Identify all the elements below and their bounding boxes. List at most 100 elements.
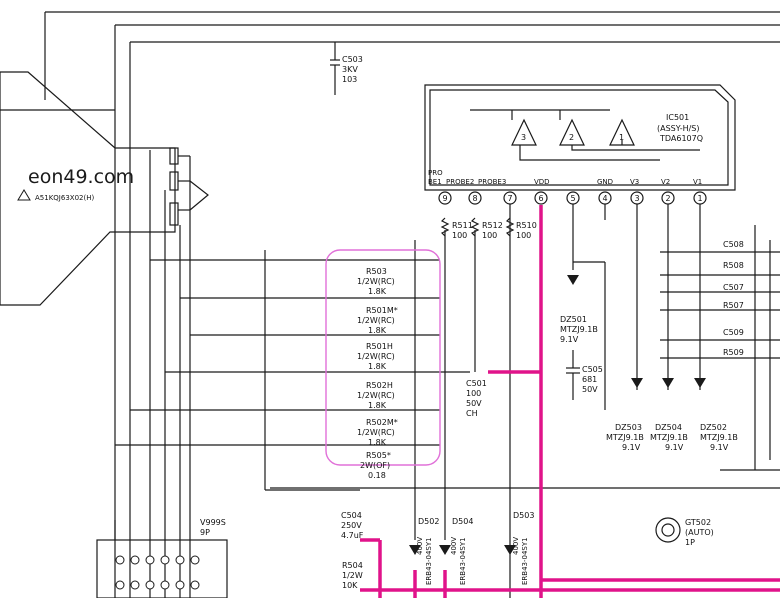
d503-part: ERB43-04SY1 [521,537,529,585]
r502h-label: R502H [366,381,393,390]
dz504-voltage: 9.1V [665,443,684,452]
highlight-box [325,249,441,466]
r508-label: R508 [723,261,744,270]
pin-label: VDD [534,178,550,186]
c503-value: 103 [342,75,357,84]
dz503-label: DZ503 [615,423,642,432]
pin-num: 7 [507,194,512,203]
v999s-label: V999S [200,518,226,527]
r501m-spec: 1/2W(RC) [357,316,395,325]
d503-label: D503 [513,511,534,520]
d502-label: D502 [418,517,439,526]
r502h-spec: 1/2W(RC) [357,391,395,400]
amp-label: 1 [619,133,624,142]
d504-part: ERB43-04SY1 [459,537,467,585]
r503-value: 1.8K [368,287,387,296]
r504-power: 1/2W [342,571,363,580]
gt502-type: (AUTO) [685,528,714,537]
c504-label: C504 [341,511,362,520]
r502m-value: 1.8K [368,438,387,447]
d502-part: ERB43-04SY1 [425,537,433,585]
c501-value: 100 [466,389,481,398]
r511-value: 100 [452,231,467,240]
dz504-label: DZ504 [655,423,682,432]
r502m-spec: 1/2W(RC) [357,428,395,437]
c504-value: 4.7uF [341,531,364,540]
r505-label: R505* [366,451,391,460]
r505-value: 0.18 [368,471,386,480]
dz504-part: MTZJ9.1B [650,433,688,442]
c501-type: CH [466,409,478,418]
c509-label: C509 [723,328,744,337]
amp-label: 3 [521,133,526,142]
pin-label: PRO [428,169,443,177]
pin-label: PROBE2 [446,178,474,186]
r509-label: R509 [723,348,744,357]
c503-spec: 3KV [342,65,358,74]
gt502-pins: 1P [685,538,695,547]
r512-value: 100 [482,231,497,240]
pin-label: GND [597,178,613,186]
crt-outline [0,71,176,306]
r501m-label: R501M* [366,306,398,315]
dz502-part: MTZJ9.1B [700,433,738,442]
c504-voltage: 250V [341,521,362,530]
c501-label: C501 [466,379,487,388]
pin-label: PROBE3 [478,178,506,186]
dz501-part: MTZJ9.1B [560,325,598,334]
ic-name: IC501 [666,113,689,122]
r501h-label: R501H [366,342,393,351]
r504-label: R504 [342,561,363,570]
pin-num: 5 [570,194,575,203]
pin-num: 6 [538,194,543,203]
v999s-pins: 9P [200,528,210,537]
d504-voltage: 400V [450,537,458,555]
pin-num: 3 [634,194,639,203]
d503-voltage: 400V [512,537,520,555]
amp-label: 2 [569,133,574,142]
r510-label: R510 [516,221,537,230]
dz501-label: DZ501 [560,315,587,324]
pin-num: 4 [602,194,607,203]
r501h-spec: 1/2W(RC) [357,352,395,361]
c505-voltage: 50V [582,385,598,394]
pin-label: V2 [661,178,670,186]
c505-value: 681 [582,375,597,384]
crt-part-label: A51KQJ63X02(H) [35,194,94,202]
pin-num: 8 [472,194,477,203]
ic-assy: (ASSY-H/S) [657,124,699,133]
dz501-voltage: 9.1V [560,335,579,344]
pin-label: V1 [693,178,702,186]
dz503-voltage: 9.1V [622,443,641,452]
d504-label: D504 [452,517,473,526]
r501h-value: 1.8K [368,362,387,371]
r504-value: 10K [342,581,358,590]
r511-label: R511 [452,221,473,230]
watermark: eon49.com [28,166,134,188]
r502h-value: 1.8K [368,401,387,410]
r503-spec: 1/2W(RC) [357,277,395,286]
pin-label: BE1 [428,178,442,186]
dz503-part: MTZJ9.1B [606,433,644,442]
r502m-label: R502M* [366,418,398,427]
pin-num: 1 [697,194,702,203]
c508-label: C508 [723,240,744,249]
gt502-label: GT502 [685,518,711,527]
c505-label: C505 [582,365,603,374]
dz502-label: DZ502 [700,423,727,432]
dz502-voltage: 9.1V [710,443,729,452]
pin-num: 2 [665,194,670,203]
r507-label: R507 [723,301,744,310]
highlight-traces [360,205,780,598]
r505-spec: 2W(OF) [360,461,390,470]
r510-value: 100 [516,231,531,240]
ic-part: TDA6107Q [659,134,703,143]
connector-pins [115,555,200,590]
c501-voltage: 50V [466,399,482,408]
c503-label: C503 [342,55,363,64]
c507-label: C507 [723,283,744,292]
diode-symbols [409,275,706,555]
r503-label: R503 [366,267,387,276]
